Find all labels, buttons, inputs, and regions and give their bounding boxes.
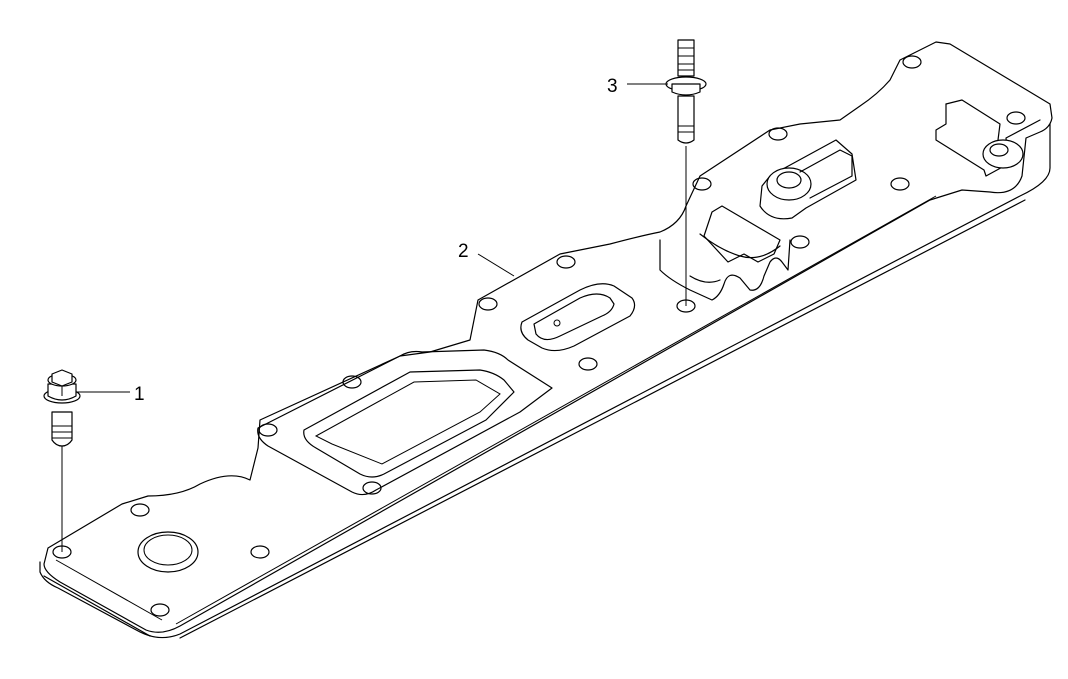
callout-3: 3	[607, 76, 668, 97]
bolt-hole	[1006, 111, 1026, 125]
bolt-hole	[258, 423, 278, 437]
bolt-hole	[150, 603, 170, 617]
bolt-hole	[478, 297, 498, 311]
bolt-hole	[556, 255, 576, 269]
callout-2: 2	[458, 241, 515, 277]
bolt-hole	[890, 177, 910, 191]
flange-bolt	[43, 369, 81, 552]
callout-number: 3	[607, 76, 618, 97]
callout-number: 2	[458, 241, 469, 262]
oval-pad	[520, 283, 636, 352]
bolt-hole	[902, 55, 922, 69]
end-bracket	[935, 99, 1041, 177]
bolt-hole	[342, 375, 362, 389]
rectangular-port	[257, 349, 553, 496]
gasket-plate	[39, 41, 1053, 639]
bolt-hole	[130, 503, 150, 517]
bolt-hole	[250, 545, 270, 559]
bolt-hole	[578, 357, 598, 371]
callout-number: 1	[134, 384, 145, 405]
bolt-hole	[692, 177, 712, 191]
bolt-hole	[790, 235, 810, 249]
stud-bolt	[665, 39, 707, 306]
bolt-hole	[768, 127, 788, 141]
bolt-hole	[362, 481, 382, 495]
callout-1: 1	[76, 384, 145, 405]
boss-with-rib	[759, 139, 857, 220]
corrugated-section	[659, 205, 791, 301]
round-port	[137, 531, 199, 573]
